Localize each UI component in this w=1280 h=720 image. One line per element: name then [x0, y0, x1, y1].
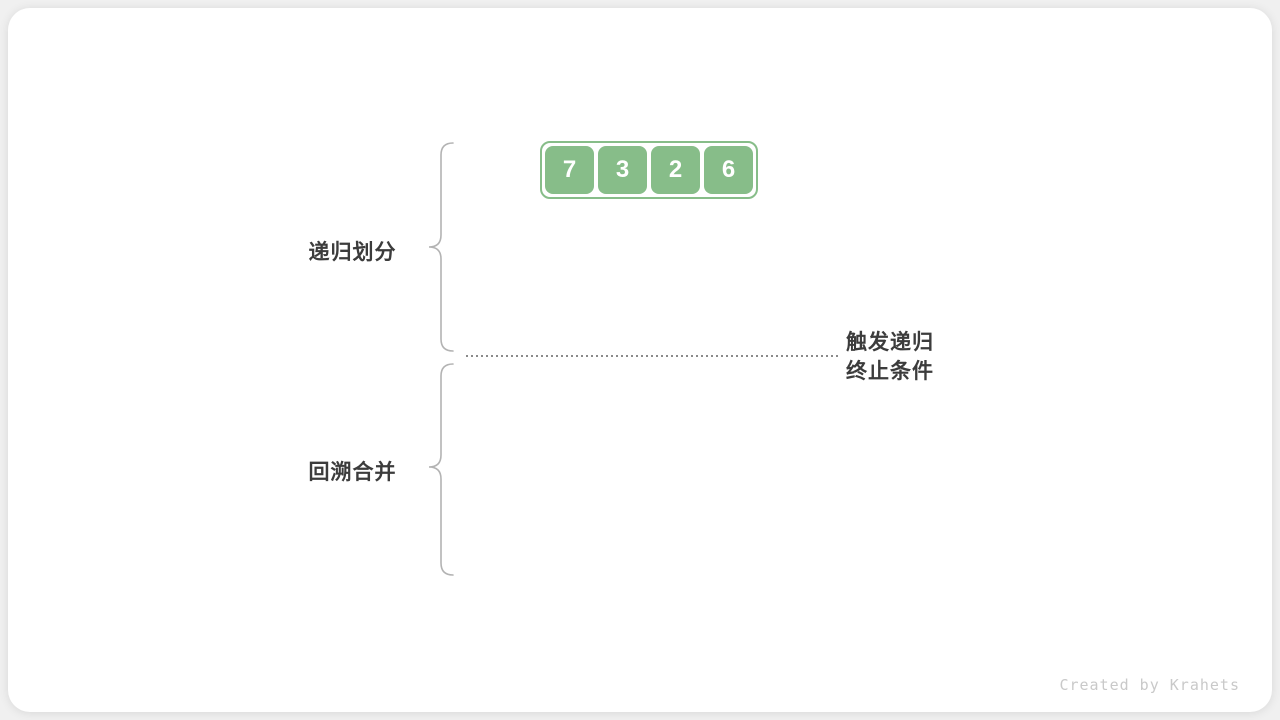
annotation-termination-condition: 触发递归 终止条件: [846, 328, 934, 386]
annotation-line-2: 终止条件: [846, 360, 934, 383]
array-container: 7 3 2 6: [540, 141, 758, 199]
credit-text: Created by Krahets: [1059, 676, 1240, 694]
label-backtrack-merge: 回溯合并: [308, 461, 397, 484]
array-cell: 6: [704, 146, 753, 194]
annotation-line-1: 触发递归: [846, 331, 934, 354]
array-cell: 2: [651, 146, 700, 194]
termination-divider-line: [466, 355, 838, 357]
label-recursive-divide: 递归划分: [308, 241, 397, 264]
brace-backtrack-merge-icon: [428, 363, 454, 576]
array-cell: 7: [545, 146, 594, 194]
canvas-card: [8, 8, 1272, 712]
brace-recursive-divide-icon: [428, 142, 454, 352]
array-cell: 3: [598, 146, 647, 194]
